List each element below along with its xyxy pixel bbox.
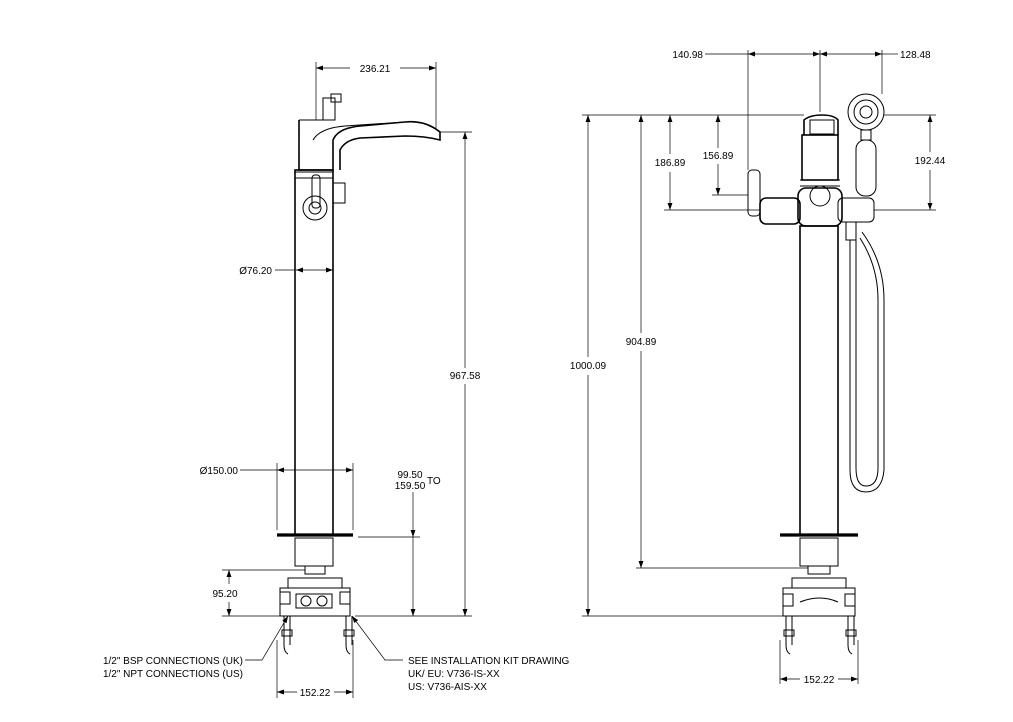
note-bsp-uk: 1/2" BSP CONNECTIONS (UK): [103, 656, 243, 667]
right-shower-hose: [849, 231, 885, 493]
note-npt-us: 1/2" NPT CONNECTIONS (US): [103, 669, 243, 680]
right-top-handle: [803, 114, 839, 135]
left-column-body: [294, 169, 334, 536]
dim-handle-drop-186: 186.89: [655, 158, 686, 169]
right-diverter-knob: [809, 185, 831, 207]
right-lever-handle: [747, 169, 761, 217]
right-column-body: [799, 225, 839, 536]
dim-handle-offset: 140.98: [672, 50, 703, 61]
left-diverter-knob: [302, 195, 328, 221]
dim-handset-drop: 192.44: [915, 156, 946, 167]
dim-range-high: 159.50: [395, 481, 426, 492]
dim-height-967: 967.58: [450, 371, 481, 382]
dim-feet-width-right: 152.22: [804, 675, 835, 686]
right-shower-head: [847, 93, 885, 131]
dim-handset-offset: 128.48: [900, 50, 931, 61]
note-kit-uk-eu: UK/ EU: V736-IS-XX: [408, 669, 500, 680]
dim-body-diameter: Ø76.20: [239, 266, 272, 277]
dim-spout-reach: 236.21: [360, 64, 391, 75]
note-kit-drawing: SEE INSTALLATION KIT DRAWING: [408, 656, 570, 667]
dim-feet-width-left: 152.22: [300, 688, 331, 699]
dim-range-low: 99.50: [397, 470, 422, 481]
dim-base-diameter: Ø150.00: [200, 466, 239, 477]
dim-height-total: 1000.09: [570, 361, 607, 372]
dim-range-to: TO: [427, 476, 441, 487]
left-spout: [298, 120, 441, 171]
dim-height-904: 904.89: [626, 337, 657, 348]
front-view: 140.98 128.48 1000.09 904.89 186.89 156.…: [570, 50, 946, 686]
note-kit-us: US: V736-AIS-XX: [408, 682, 487, 693]
right-handset: [855, 139, 877, 197]
dim-base-height: 95.20: [212, 589, 237, 600]
dim-handle-drop-156: 156.89: [703, 151, 734, 162]
side-view: 236.21 Ø76.20 Ø150.00 967.58 99.50 159.5…: [103, 62, 570, 699]
